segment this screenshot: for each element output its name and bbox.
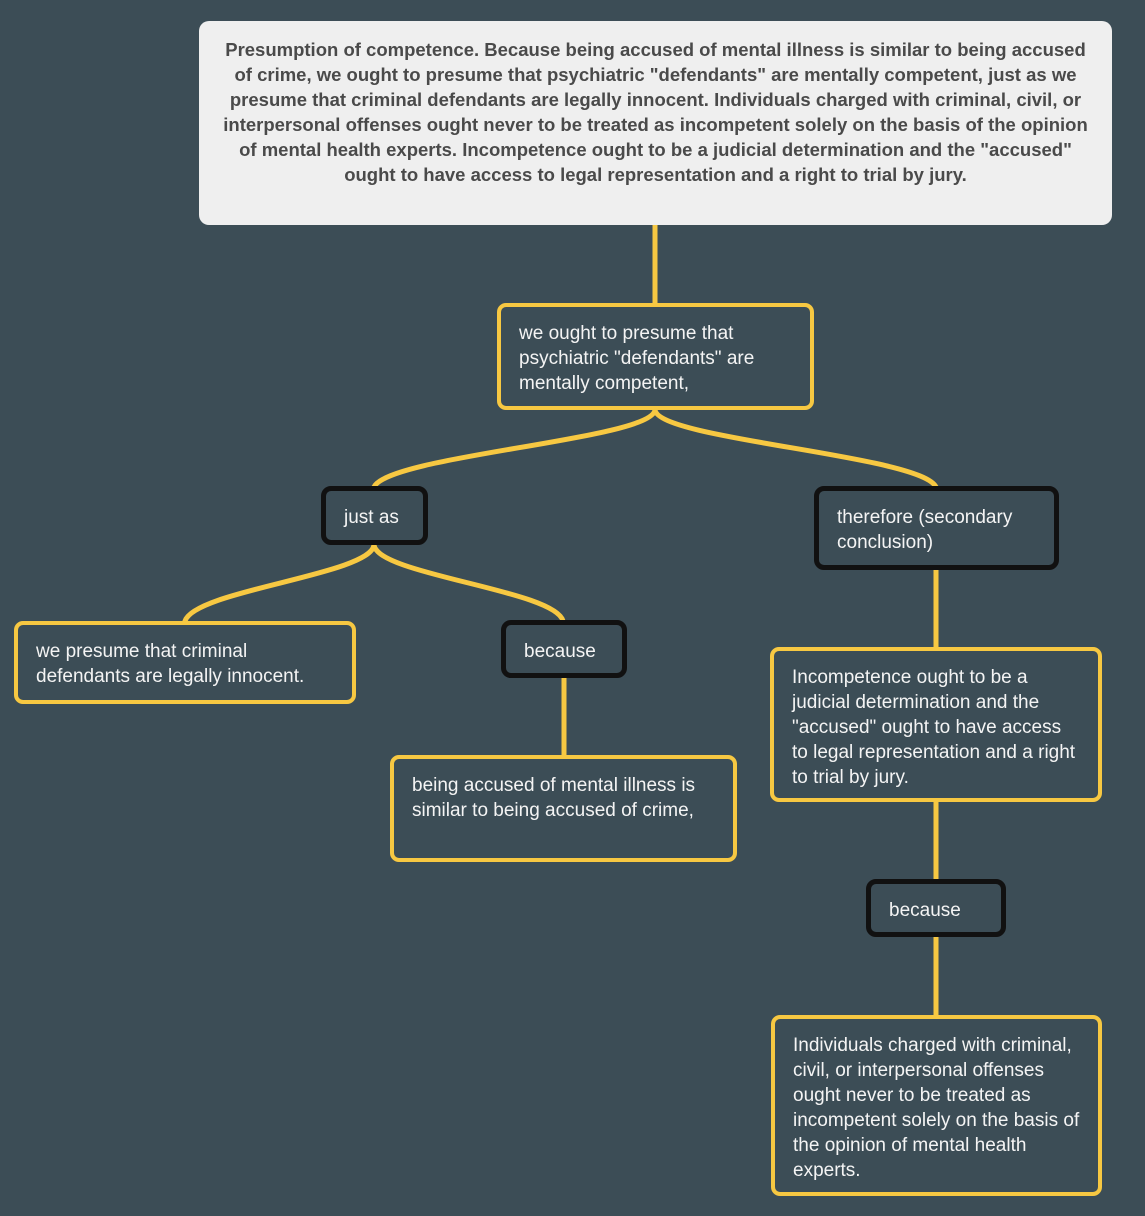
main-claim-text: we ought to presume that psychiatric "de…: [519, 323, 755, 394]
therefore-connector-box[interactable]: therefore (secondary conclusion): [814, 486, 1059, 570]
root-statement-text: Presumption of competence. Because being…: [223, 39, 1088, 185]
analogy-claim-text: we presume that criminal defendants are …: [36, 641, 305, 687]
because-connector-label-1: because: [524, 641, 596, 662]
therefore-connector-label: therefore (secondary conclusion): [837, 507, 1013, 553]
just-as-connector-box[interactable]: just as: [321, 486, 428, 545]
main-claim-box[interactable]: we ought to presume that psychiatric "de…: [497, 303, 814, 410]
root-statement-box[interactable]: Presumption of competence. Because being…: [199, 21, 1112, 225]
link-just-as-to-analogy-claim: [182, 542, 377, 624]
just-as-connector-label: just as: [344, 507, 399, 528]
secondary-claim-text: Incompetence ought to be a judicial dete…: [792, 667, 1076, 788]
support-claim-text: Individuals charged with criminal, civil…: [793, 1035, 1080, 1181]
analogy-claim-box[interactable]: we presume that criminal defendants are …: [14, 621, 356, 704]
because-connector-label-2: because: [889, 900, 961, 921]
reason-claim-text: being accused of mental illness is simil…: [412, 775, 696, 821]
because-connector-box-1[interactable]: because: [501, 620, 627, 678]
secondary-claim-box[interactable]: Incompetence ought to be a judicial dete…: [770, 647, 1102, 802]
link-just-as-to-because-1: [371, 542, 566, 624]
because-connector-box-2[interactable]: because: [866, 879, 1006, 937]
support-claim-box[interactable]: Individuals charged with criminal, civil…: [771, 1015, 1102, 1196]
reason-claim-box[interactable]: being accused of mental illness is simil…: [390, 755, 737, 862]
link-main-claim-to-just-as: [371, 407, 658, 490]
link-main-claim-to-therefore: [652, 407, 939, 490]
